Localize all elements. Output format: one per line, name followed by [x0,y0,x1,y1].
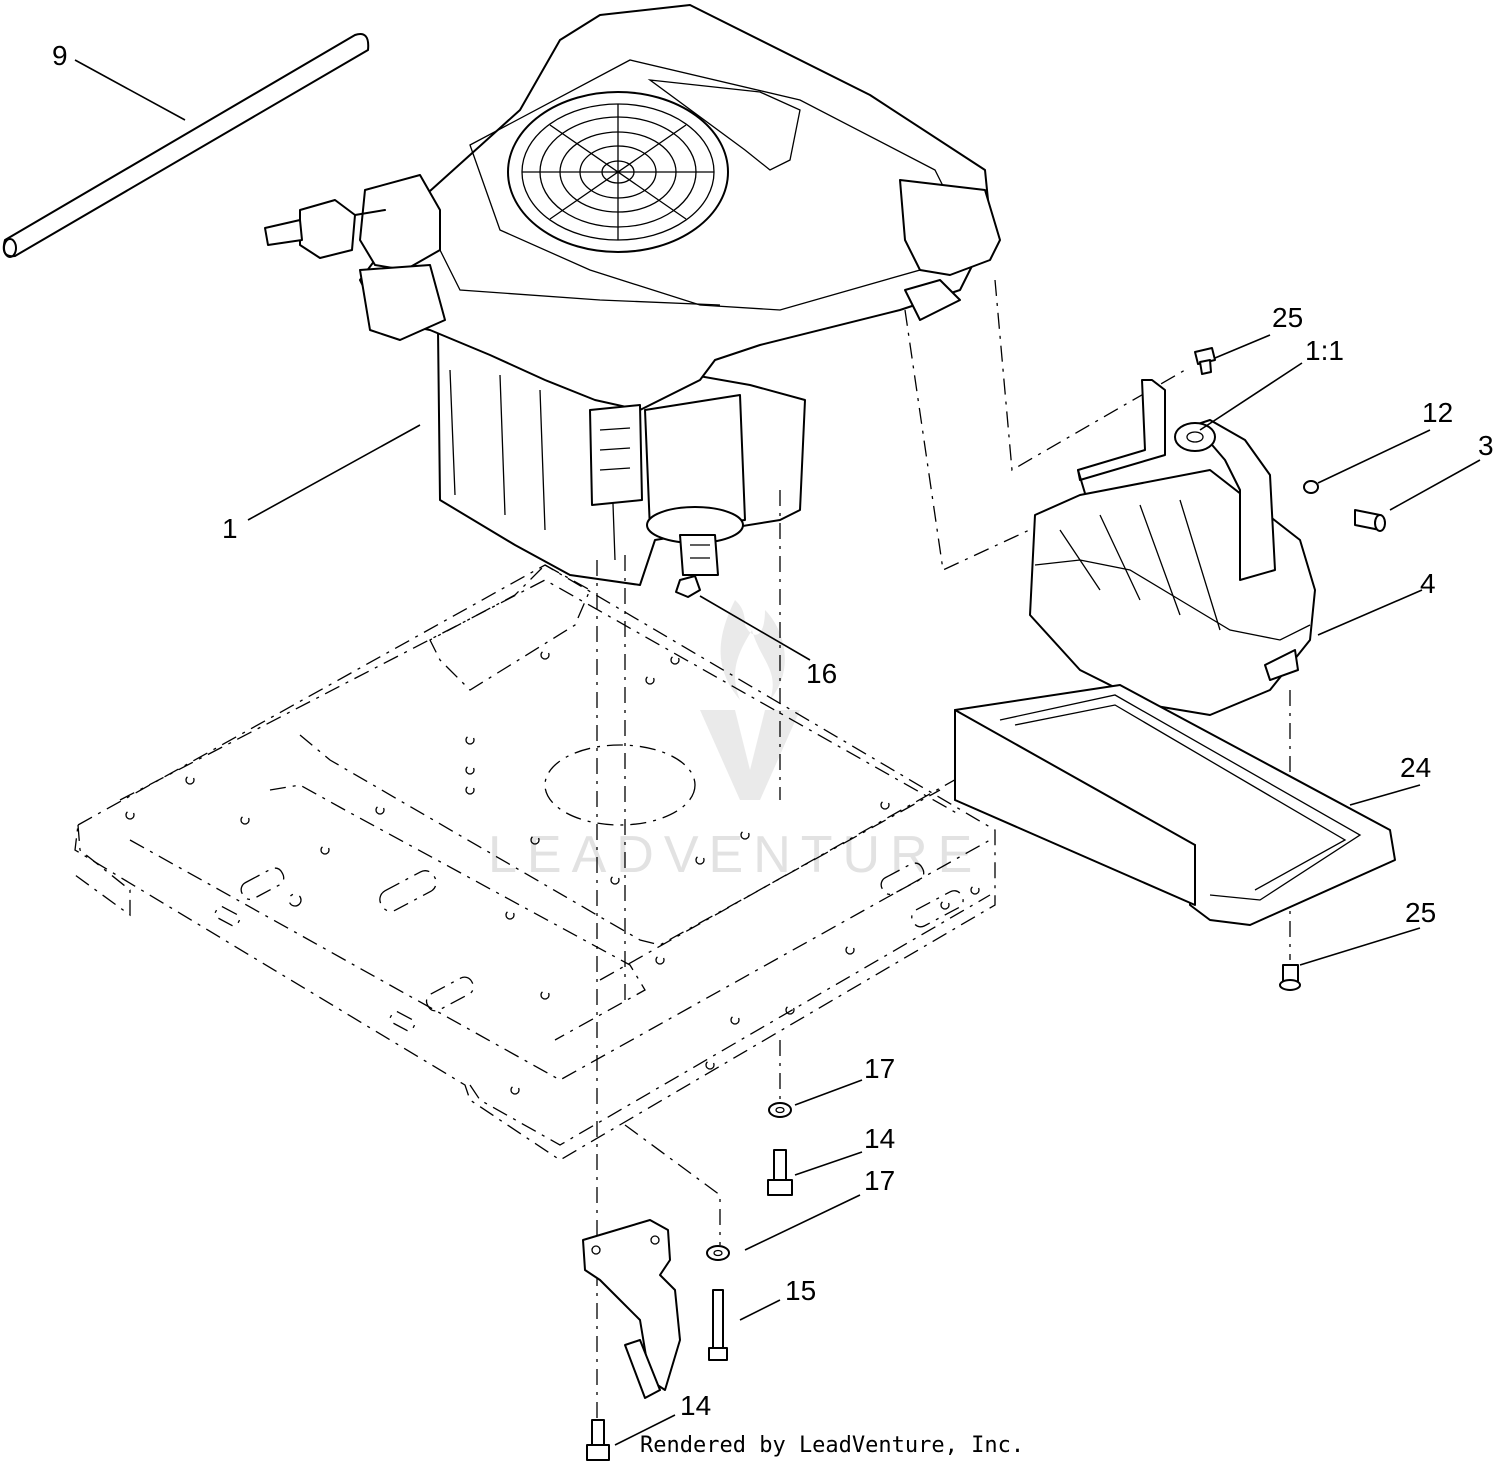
callout-14-bottom: 14 [680,1390,711,1421]
fuel-filter [264,199,386,259]
chassis-frame [74,564,996,1161]
callout-25-top: 25 [1272,302,1303,333]
callout-25-bottom: 25 [1405,897,1436,928]
engine [264,4,1186,1270]
watermark-text: LEADVENTURE [488,826,982,884]
callout-12: 12 [1422,397,1453,428]
callout-17-bottom: 17 [864,1165,895,1196]
heat-shield [954,684,1396,926]
callout-1: 1 [222,513,238,544]
callout-9: 9 [52,40,68,71]
fasteners [586,347,1386,1461]
callout-17-top: 17 [864,1053,895,1084]
callout-4: 4 [1420,568,1436,599]
callout-15: 15 [785,1275,816,1306]
callout-16: 16 [806,658,837,689]
fuel-line [2,33,370,258]
muffler [1029,419,1316,960]
watermark: LEADVENTURE [488,600,982,884]
callout-labels: 9 1 25 1:1 12 3 4 16 24 25 17 14 17 15 1… [52,40,1494,1421]
credit-text: Rendered by LeadVenture, Inc. [640,1433,1024,1458]
leader-lines [74,59,1481,1446]
engine-mount-bracket [582,1219,681,1399]
callout-14-middle: 14 [864,1123,895,1154]
watermark-logo-icon [700,600,800,800]
callout-3: 3 [1478,430,1494,461]
nut [675,575,701,598]
callout-24: 24 [1400,752,1431,783]
callout-1-1: 1:1 [1305,335,1344,366]
starter-motor [644,394,746,576]
